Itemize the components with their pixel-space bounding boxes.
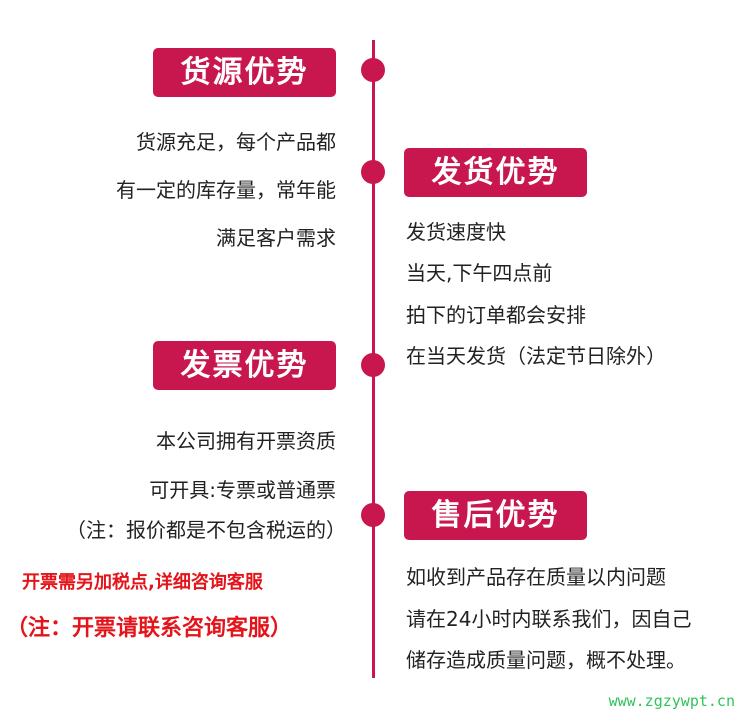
after-sales-title: 售后优势: [404, 491, 587, 540]
after-sales-line: 储存造成质量问题，概不处理。: [406, 648, 686, 672]
after-sales-line: 如收到产品存在质量以内问题: [406, 565, 666, 589]
supply-line: 货源充足，每个产品都: [136, 130, 336, 154]
invoice-line: 本公司拥有开票资质: [156, 429, 336, 453]
shipping-title: 发货优势: [404, 148, 587, 197]
invoice-contact-note: （注：开票请联系咨询客服）: [6, 616, 293, 641]
shipping-line: 拍下的订单都会安排: [406, 303, 586, 327]
invoice-line: 可开具:专票或普通票: [149, 478, 336, 502]
after-sales-line: 请在24小时内联系我们，因自己: [406, 607, 692, 631]
timeline-dot: [361, 160, 385, 184]
invoice-tax-note: 开票需另加税点,详细咨询客服: [22, 572, 263, 593]
shipping-line: 当天,下午四点前: [406, 261, 553, 285]
shipping-line: 在当天发货（法定节日除外）: [406, 344, 666, 368]
supply-line: 有一定的库存量，常年能: [116, 178, 336, 202]
timeline-dot: [361, 58, 385, 82]
timeline-dot: [361, 503, 385, 527]
watermark: www.zgzywpt.cn: [608, 692, 735, 710]
invoice-title: 发票优势: [153, 341, 336, 390]
supply-title: 货源优势: [153, 48, 336, 97]
invoice-line: （注：报价都是不包含税运的）: [66, 518, 346, 542]
supply-line: 满足客户需求: [216, 226, 336, 250]
shipping-line: 发货速度快: [406, 220, 506, 244]
timeline-dot: [361, 353, 385, 377]
